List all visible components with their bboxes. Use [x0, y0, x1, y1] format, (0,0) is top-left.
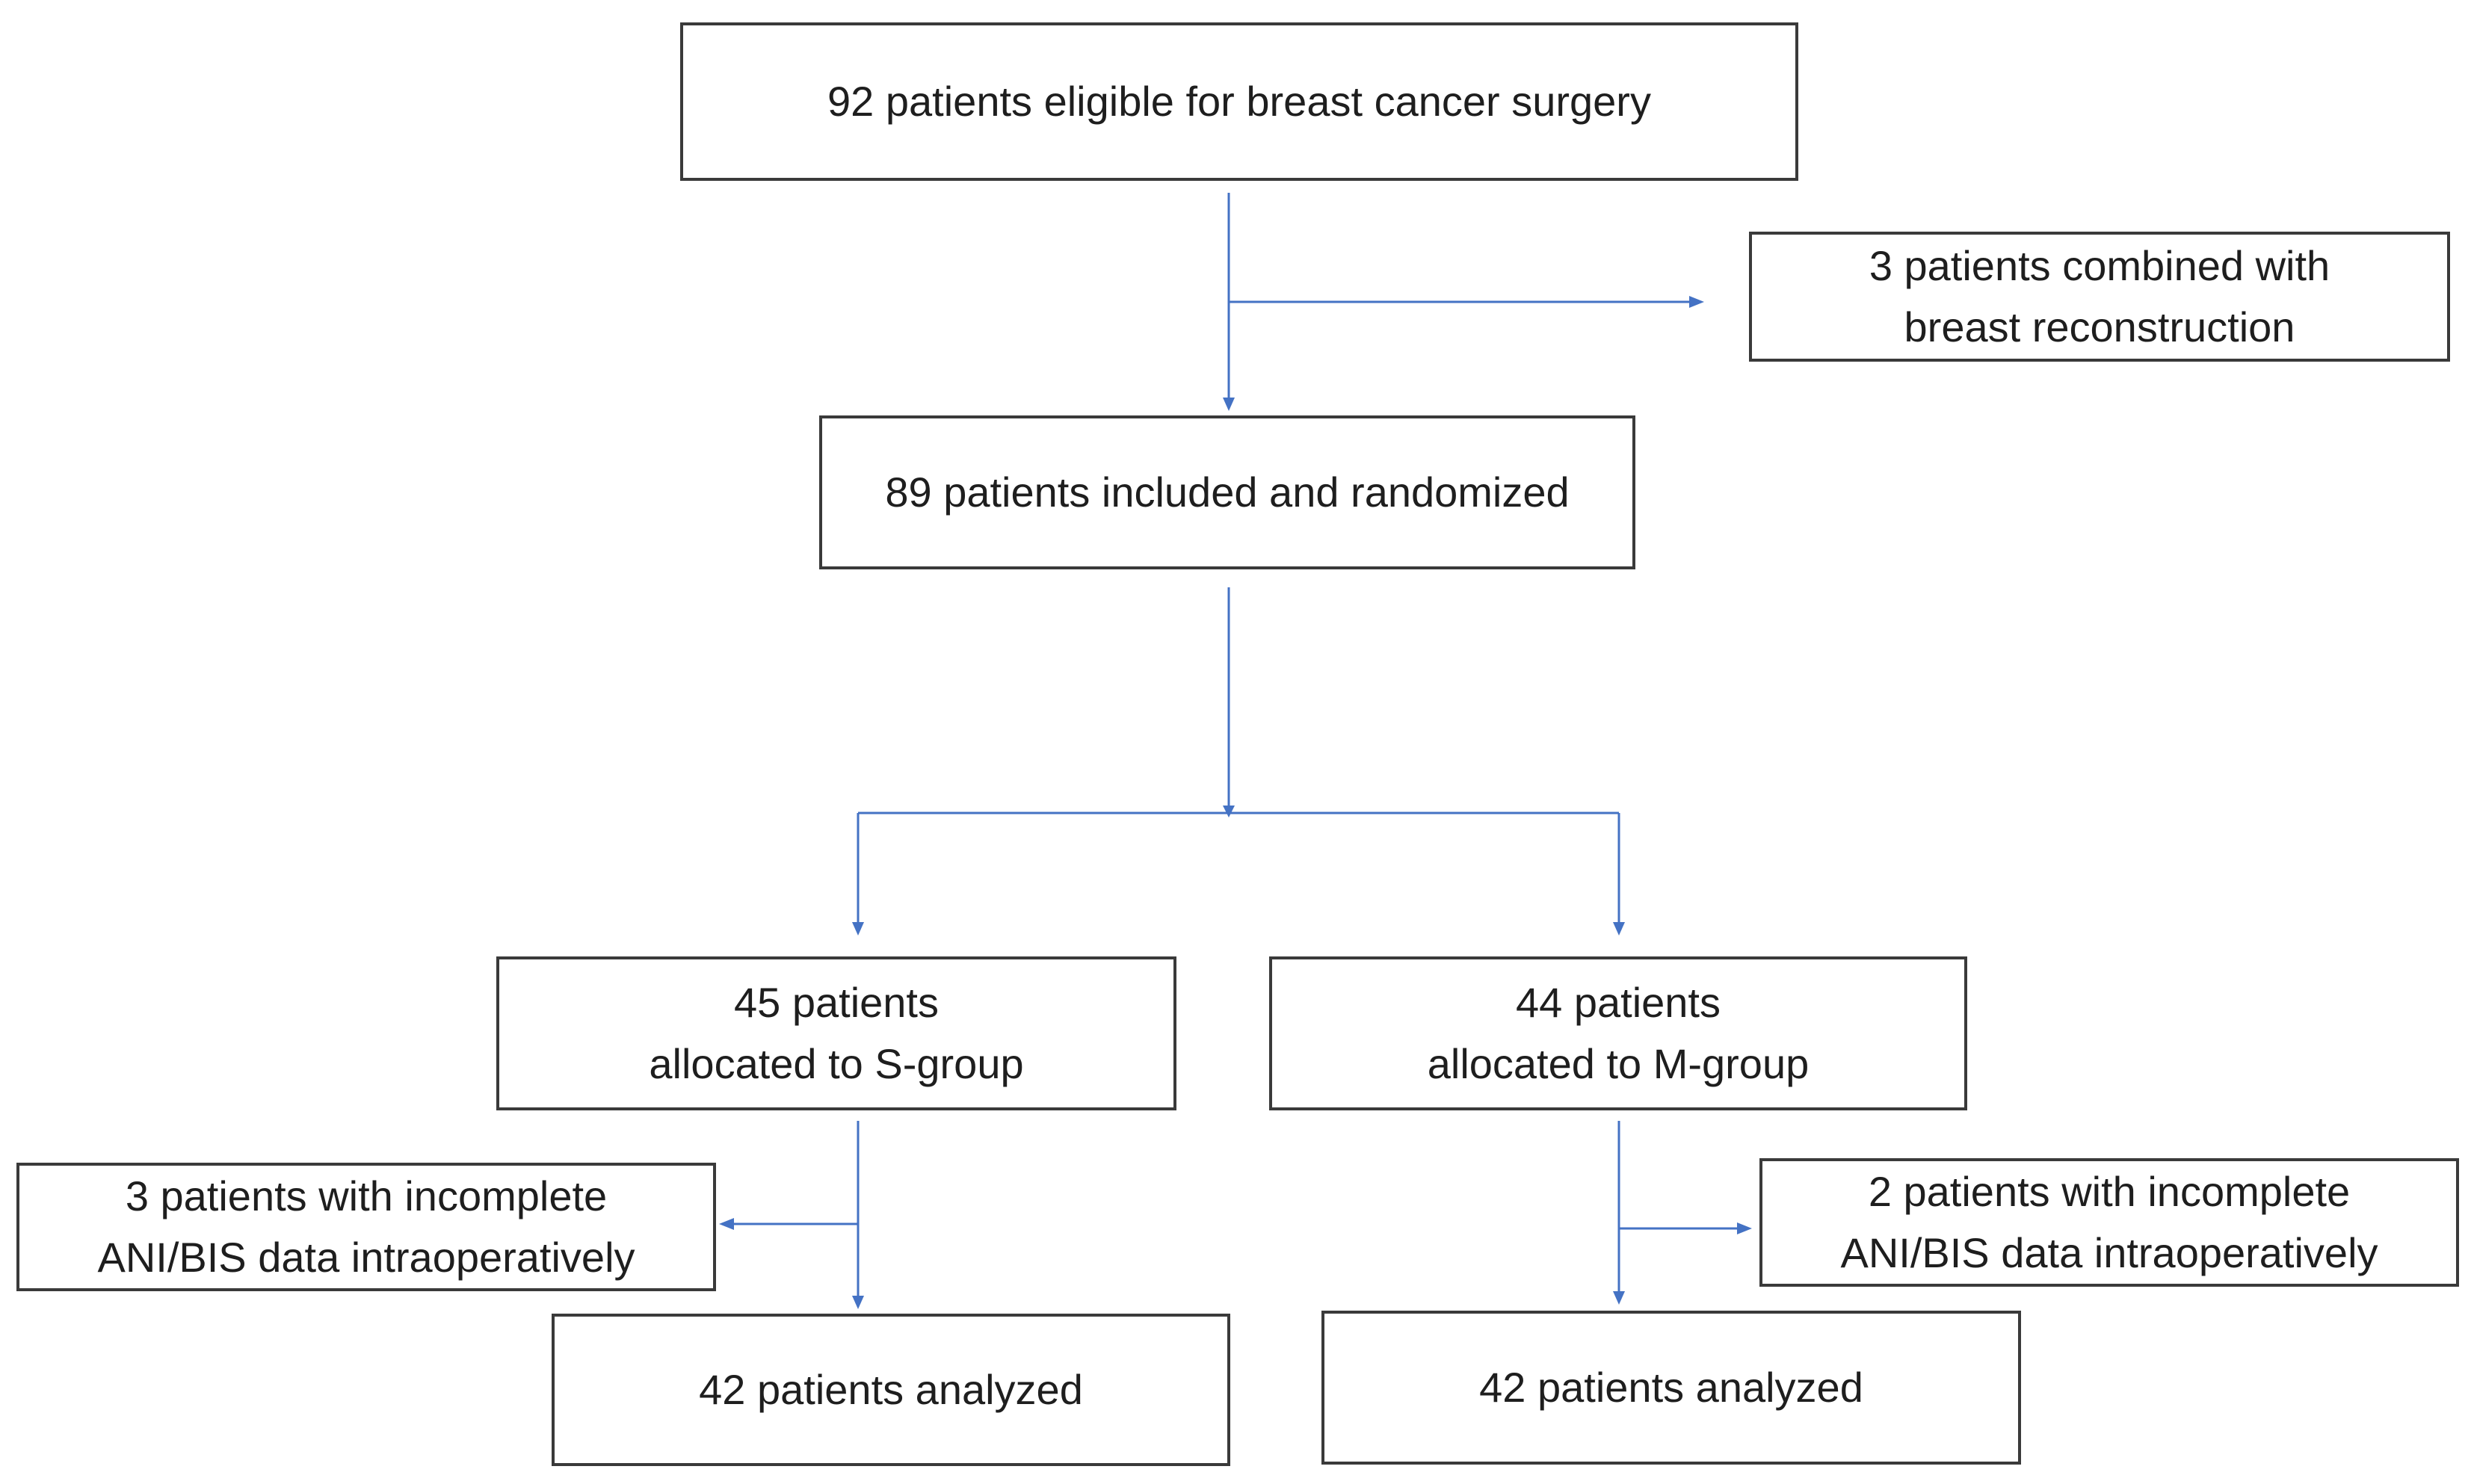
node-s-incomplete: 3 patients with incomplete ANI/BIS data … [16, 1163, 716, 1291]
arrowhead-to-excluded [1689, 296, 1704, 308]
node-m-incomplete-line-1: 2 patients with incomplete [1868, 1168, 2351, 1215]
node-s-analyzed-line-1: 42 patients analyzed [699, 1366, 1083, 1413]
arrowhead-split-junction [1223, 806, 1235, 817]
arrowhead-to-s-incomplete [719, 1218, 734, 1230]
node-randomized-line-1: 89 patients included and randomized [885, 469, 1570, 516]
node-m-group: 44 patients allocated to M-group [1269, 956, 1967, 1110]
node-eligible-line-1: 92 patients eligible for breast cancer s… [827, 78, 1651, 125]
node-m-incomplete: 2 patients with incomplete ANI/BIS data … [1759, 1158, 2459, 1287]
node-m-group-line-1: 44 patients [1516, 979, 1721, 1026]
arrowhead-to-s-analyzed [852, 1296, 864, 1309]
node-s-incomplete-line-2: ANI/BIS data intraoperatively [97, 1234, 635, 1281]
node-s-group-line-2: allocated to S-group [649, 1040, 1024, 1087]
arrowhead-to-m-group [1613, 922, 1625, 936]
node-s-group-line-1: 45 patients [734, 979, 939, 1026]
arrowhead-to-m-incomplete [1737, 1222, 1752, 1234]
arrowhead-to-m-analyzed [1613, 1291, 1625, 1305]
arrowhead-to-s-group [852, 922, 864, 936]
node-m-incomplete-line-2: ANI/BIS data intraoperatively [1840, 1229, 2378, 1276]
node-randomized: 89 patients included and randomized [819, 415, 1635, 569]
node-excluded-line-2: breast reconstruction [1904, 303, 2295, 350]
node-m-analyzed-line-1: 42 patients analyzed [1479, 1364, 1863, 1411]
node-s-incomplete-line-1: 3 patients with incomplete [125, 1172, 608, 1219]
node-s-group: 45 patients allocated to S-group [496, 956, 1176, 1110]
node-excluded-reconstruction: 3 patients combined with breast reconstr… [1749, 232, 2450, 362]
node-m-analyzed: 42 patients analyzed [1321, 1311, 2021, 1465]
node-eligible: 92 patients eligible for breast cancer s… [680, 22, 1798, 181]
node-m-group-line-2: allocated to M-group [1427, 1040, 1810, 1087]
node-excluded-line-1: 3 patients combined with [1869, 242, 2330, 289]
arrowhead-to-randomized [1223, 398, 1235, 411]
node-s-analyzed: 42 patients analyzed [552, 1314, 1230, 1466]
